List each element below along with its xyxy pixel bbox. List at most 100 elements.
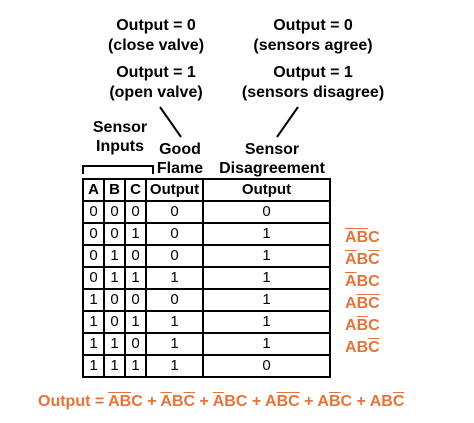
equation-literal: C xyxy=(131,393,143,410)
equation-term: ABC xyxy=(213,393,248,410)
table-row: 0 0 0 0 0 xyxy=(82,200,331,224)
note-open-valve: Output = 1 (open valve) xyxy=(86,63,226,103)
equation-term: ABC xyxy=(317,393,352,410)
equation-literal: A xyxy=(212,393,225,410)
minterm-literal: B xyxy=(356,229,369,246)
table-cell: 1 xyxy=(202,332,331,356)
table-cell: 1 xyxy=(202,266,331,290)
equation-separator: + xyxy=(299,393,318,410)
note-line: (open valve) xyxy=(109,84,203,101)
equation-separator: + xyxy=(195,393,213,410)
note-line: Output = 0 xyxy=(273,17,353,34)
equation-separator: + xyxy=(352,393,370,410)
table-cell: 1 xyxy=(145,332,204,356)
equation-literal: B xyxy=(276,393,289,410)
minterm-label: ABC xyxy=(345,249,405,271)
table-cell: 1 xyxy=(103,266,126,290)
table-cell: 1 xyxy=(145,266,204,290)
table-cell: 1 xyxy=(82,310,105,334)
table-cell: 0 xyxy=(103,310,126,334)
equation-literal: A xyxy=(160,393,172,410)
header-sensor-inputs: Sensor Inputs xyxy=(80,118,160,156)
minterm-literal: B xyxy=(356,339,369,356)
equation-literal: C xyxy=(288,393,300,410)
table-cell: 1 xyxy=(202,244,331,268)
good-flame-pointer xyxy=(159,106,182,138)
note-sensors-agree: Output = 0 (sensors agree) xyxy=(228,16,398,56)
table-cell: 0 xyxy=(82,222,105,246)
table-cell: 0 xyxy=(124,288,147,312)
table-cell: 0 xyxy=(82,266,105,290)
truth-table: A B C Output Output 0 0 0 0 0 0 0 1 0 1 … xyxy=(82,178,331,378)
minterm-literal: C xyxy=(368,339,380,356)
minterm-literal: B xyxy=(356,295,369,312)
table-cell: 1 xyxy=(124,222,147,246)
header-sensor-disagreement: Sensor Disagreement xyxy=(212,140,332,178)
minterm-literal: A xyxy=(345,317,357,334)
equation-prefix: Output = xyxy=(38,393,109,410)
equation-literal: A xyxy=(369,393,382,410)
table-cell: 1 xyxy=(103,332,126,356)
minterm-literal: C xyxy=(368,273,380,290)
equation-literal: C xyxy=(340,393,353,410)
header-good-flame: Good Flame xyxy=(150,140,210,178)
col-c-header: C xyxy=(124,178,147,202)
table-row: 1 1 1 1 0 xyxy=(82,354,331,378)
minterm-literal: A xyxy=(345,251,357,268)
table-cell: 1 xyxy=(202,310,331,334)
note-line: (sensors agree) xyxy=(253,37,373,54)
disagreement-pointer xyxy=(276,106,299,138)
col-disagreement-output-header: Output xyxy=(202,178,331,202)
table-cell: 0 xyxy=(202,200,331,224)
table-cell: 1 xyxy=(82,288,105,312)
minterm-literal: C xyxy=(368,229,380,246)
header-line: Disagreement xyxy=(219,160,325,177)
sensor-inputs-bracket xyxy=(82,165,154,174)
output-equation: Output = ABC + ABC + ABC + ABC + ABC + A… xyxy=(38,393,404,411)
equation-literal: B xyxy=(171,393,184,410)
equation-literal: B xyxy=(381,393,393,410)
table-cell: 1 xyxy=(124,354,147,378)
table-cell: 1 xyxy=(124,310,147,334)
minterm-label: ABC xyxy=(345,315,405,337)
minterm-literal: C xyxy=(368,295,380,312)
header-line: Sensor xyxy=(244,141,300,158)
minterm-literal: C xyxy=(368,317,380,334)
table-cell: 0 xyxy=(145,288,204,312)
minterm-label: ABC xyxy=(345,293,405,315)
table-row: 1 0 1 1 1 xyxy=(82,310,331,334)
header-line: Inputs xyxy=(96,138,144,155)
table-row: 1 1 0 1 1 xyxy=(82,332,331,356)
table-cell: 0 xyxy=(145,244,204,268)
minterm-label: ABC xyxy=(345,337,405,359)
note-line: Output = 1 xyxy=(273,64,353,81)
minterm-literal: A xyxy=(345,295,357,312)
table-cell: 1 xyxy=(202,222,331,246)
table-row: 1 0 0 0 1 xyxy=(82,288,331,312)
note-line: (close valve) xyxy=(107,37,205,54)
table-row: 0 0 1 0 1 xyxy=(82,222,331,246)
equation-separator: + xyxy=(247,393,266,410)
table-cell: 1 xyxy=(103,354,126,378)
col-good-flame-output-header: Output xyxy=(145,178,204,202)
equation-terms: ABC + ABC + ABC + ABC + ABC + ABC xyxy=(108,393,404,410)
note-line: Output = 1 xyxy=(116,64,196,81)
minterm-literal: C xyxy=(368,251,380,268)
equation-literal: C xyxy=(235,393,248,410)
note-sensors-disagree: Output = 1 (sensors disagree) xyxy=(218,63,408,103)
equation-literal: C xyxy=(392,393,405,410)
equation-literal: C xyxy=(183,393,196,410)
table-cell: 1 xyxy=(82,354,105,378)
minterm-literal: A xyxy=(345,229,357,246)
equation-term: ABC xyxy=(265,393,300,410)
table-cell: 1 xyxy=(145,354,204,378)
equation-literal: A xyxy=(265,393,277,410)
minterm-literal: A xyxy=(345,339,357,356)
equation-term: ABC xyxy=(160,393,195,410)
table-row: 0 1 0 0 1 xyxy=(82,244,331,268)
table-cell: 0 xyxy=(82,200,105,224)
note-line: (sensors disagree) xyxy=(241,84,385,101)
note-line: Output = 0 xyxy=(116,17,196,34)
